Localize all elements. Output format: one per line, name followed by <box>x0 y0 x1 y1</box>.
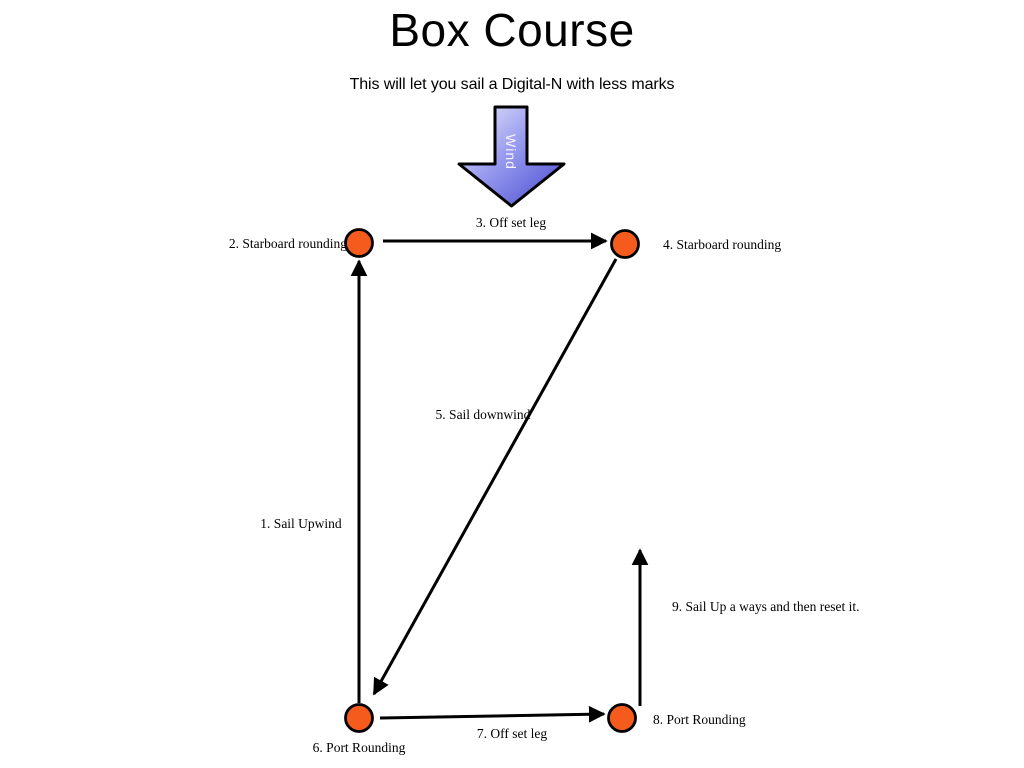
mark-top-right <box>610 229 640 259</box>
mark-bottom-right <box>607 703 637 733</box>
step-label-6-port-rounding: 6. Port Rounding <box>312 740 406 755</box>
mark-bottom-left <box>344 703 374 733</box>
step-label-2-starboard-rounding: 2. Starboard rounding <box>228 236 347 251</box>
step-label-1-sail-upwind: 1. Sail Upwind <box>260 516 342 531</box>
wind-arrow-label: Wind <box>503 134 519 170</box>
wind-arrow <box>457 105 566 208</box>
step-label-3-offset-leg: 3. Off set leg <box>475 215 547 230</box>
leg-5-sail-downwind <box>372 258 618 696</box>
step-label-8-port-rounding: 8. Port Rounding <box>653 712 746 727</box>
mark-top-left <box>344 228 374 258</box>
step-label-9-sail-up-reset: 9. Sail Up a ways and then reset it. <box>672 599 860 614</box>
step-label-7-offset-leg: 7. Off set leg <box>476 726 548 741</box>
subtitle: This will let you sail a Digital-N with … <box>349 76 675 93</box>
step-label-5-sail-downwind: 5. Sail downwind <box>435 407 531 422</box>
leg-7-offset-bottom <box>379 705 606 723</box>
step-label-4-starboard-rounding: 4. Starboard rounding <box>663 237 782 252</box>
page-title: Box Course <box>389 4 635 56</box>
